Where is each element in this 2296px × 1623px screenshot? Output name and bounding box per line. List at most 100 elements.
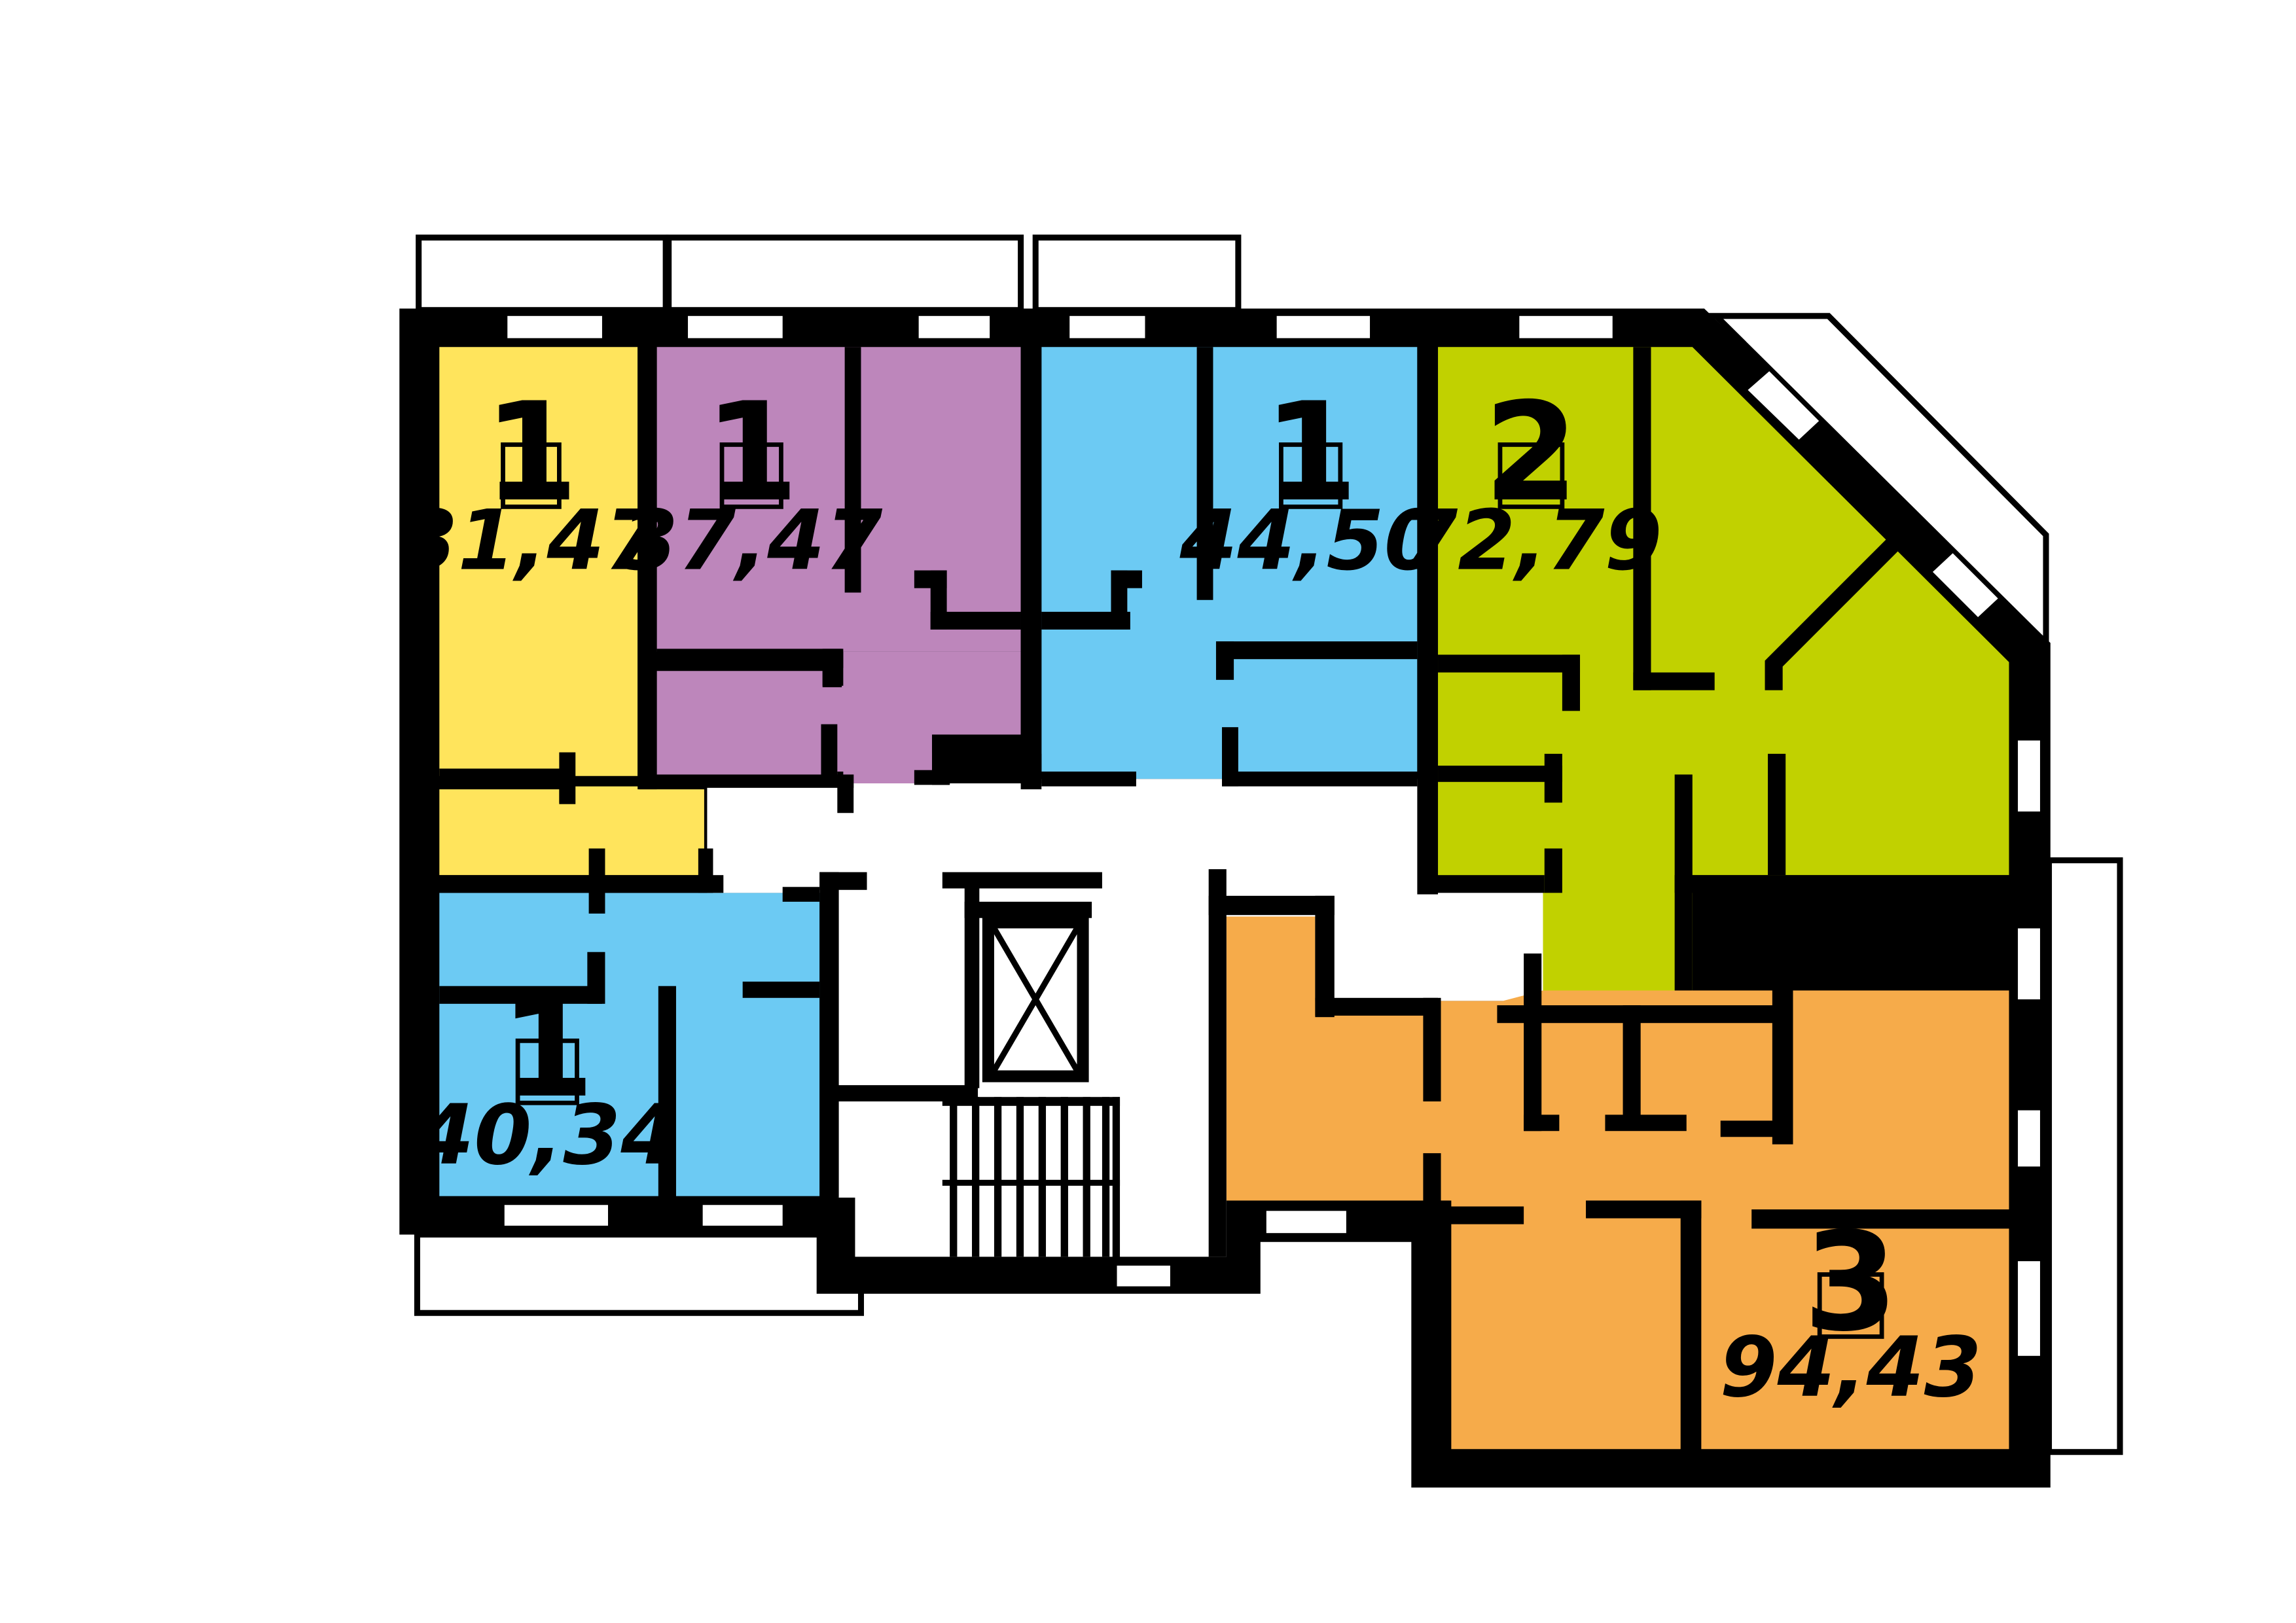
balcony-top-middle <box>666 234 1024 313</box>
room-count-box <box>501 442 562 509</box>
elevator <box>982 916 1089 1082</box>
wall <box>942 872 1102 889</box>
window <box>1516 313 1616 342</box>
wall <box>1438 654 1581 673</box>
window <box>1743 367 1823 444</box>
interior-walls <box>439 313 2009 1482</box>
wall <box>1524 1115 1560 1132</box>
yellow-bottom <box>439 786 704 876</box>
room-count: 1 <box>484 374 579 532</box>
label-apt-c: 1 44,50 <box>1179 374 1441 588</box>
wall <box>656 774 854 788</box>
apartment-labels: 1 31,47 1 37,47 1 44,50 2 72,79 1 40,34 … <box>400 374 1982 1416</box>
room-count-box <box>719 442 783 509</box>
wall <box>1772 990 1793 1145</box>
balcony-corner <box>1704 313 2049 651</box>
wall <box>1196 347 1213 600</box>
room-count: 3 <box>1803 1204 1898 1362</box>
room-count: 1 <box>704 374 799 532</box>
room-count-box <box>1817 1272 1884 1339</box>
room-count-box <box>1498 442 1565 509</box>
room-count: 1 <box>1263 374 1358 532</box>
wall <box>1208 895 1335 916</box>
apartment-area: 37,47 <box>620 492 882 588</box>
wall <box>439 768 565 784</box>
wall <box>1751 1209 2009 1229</box>
wall <box>742 981 820 998</box>
yellow-main <box>439 347 638 776</box>
purple-bottom <box>656 651 1021 784</box>
label-apt-a: 1 31,47 <box>400 374 662 588</box>
wall <box>1215 641 1234 680</box>
wall <box>844 347 861 593</box>
wall <box>1623 1005 1641 1127</box>
wall <box>637 342 657 790</box>
balcony-right <box>2046 857 2123 1455</box>
wall <box>1720 1120 1793 1137</box>
wall <box>1111 570 1142 588</box>
label-apt-d: 2 72,79 <box>1400 374 1662 588</box>
wall <box>1674 875 2009 893</box>
wall <box>1562 654 1581 711</box>
wall <box>1524 953 1542 1132</box>
room-count: 1 <box>500 970 595 1128</box>
apartment-area: 44,50 <box>1179 492 1441 588</box>
wall <box>821 724 838 776</box>
balcony-top-right <box>1032 234 1242 313</box>
wall <box>1633 672 1715 690</box>
wall <box>964 901 1092 918</box>
label-apt-f: 3 94,43 <box>1719 1204 1981 1416</box>
room-count-box <box>1279 442 1343 509</box>
staircase <box>942 1097 1121 1275</box>
window <box>2015 737 2043 815</box>
wall <box>1680 1200 1702 1452</box>
apartment-area: 31,47 <box>400 492 662 588</box>
window <box>2015 925 2043 1003</box>
wall <box>1431 1206 1524 1224</box>
label-apt-b: 1 37,47 <box>620 374 882 588</box>
window <box>1114 1262 1174 1290</box>
apartment-area: 40,34 <box>416 1087 678 1183</box>
blue-bottom-fill <box>439 893 820 1196</box>
apartment-fills <box>439 347 2009 1450</box>
wall <box>1315 997 1439 1016</box>
wall <box>1497 1005 1793 1024</box>
wall <box>588 848 605 914</box>
wall <box>822 649 842 688</box>
wall <box>1417 347 1439 895</box>
wall <box>1020 753 1042 790</box>
wall <box>819 872 839 1198</box>
windows <box>501 313 2043 1359</box>
wall <box>439 875 724 893</box>
window <box>916 313 993 342</box>
wall <box>1423 997 1441 1102</box>
wall <box>1633 347 1651 690</box>
wall <box>658 986 676 1201</box>
wall <box>1020 313 1042 784</box>
wall <box>1431 1200 1450 1482</box>
wall <box>1765 537 1900 670</box>
window <box>685 313 786 342</box>
window <box>2015 1107 2043 1169</box>
wall <box>782 887 820 902</box>
wall <box>1041 771 1136 787</box>
window <box>1066 313 1148 342</box>
wall <box>964 887 980 1088</box>
elevator-cross <box>992 927 1080 1072</box>
window <box>1928 549 2003 622</box>
window <box>1274 313 1373 342</box>
wall <box>914 770 950 785</box>
wall <box>587 952 605 1004</box>
apartment-area: 72,79 <box>1400 492 1662 588</box>
room-count: 2 <box>1484 374 1579 532</box>
wall <box>1420 875 1545 893</box>
wall <box>559 752 576 804</box>
window <box>1263 1207 1350 1236</box>
window <box>2015 1258 2043 1359</box>
wall <box>1544 753 1562 803</box>
window <box>501 1202 611 1229</box>
wall <box>698 848 713 893</box>
apartment-area: 94,43 <box>1719 1319 1981 1416</box>
balcony-top-left <box>416 234 669 313</box>
wall <box>656 649 844 668</box>
